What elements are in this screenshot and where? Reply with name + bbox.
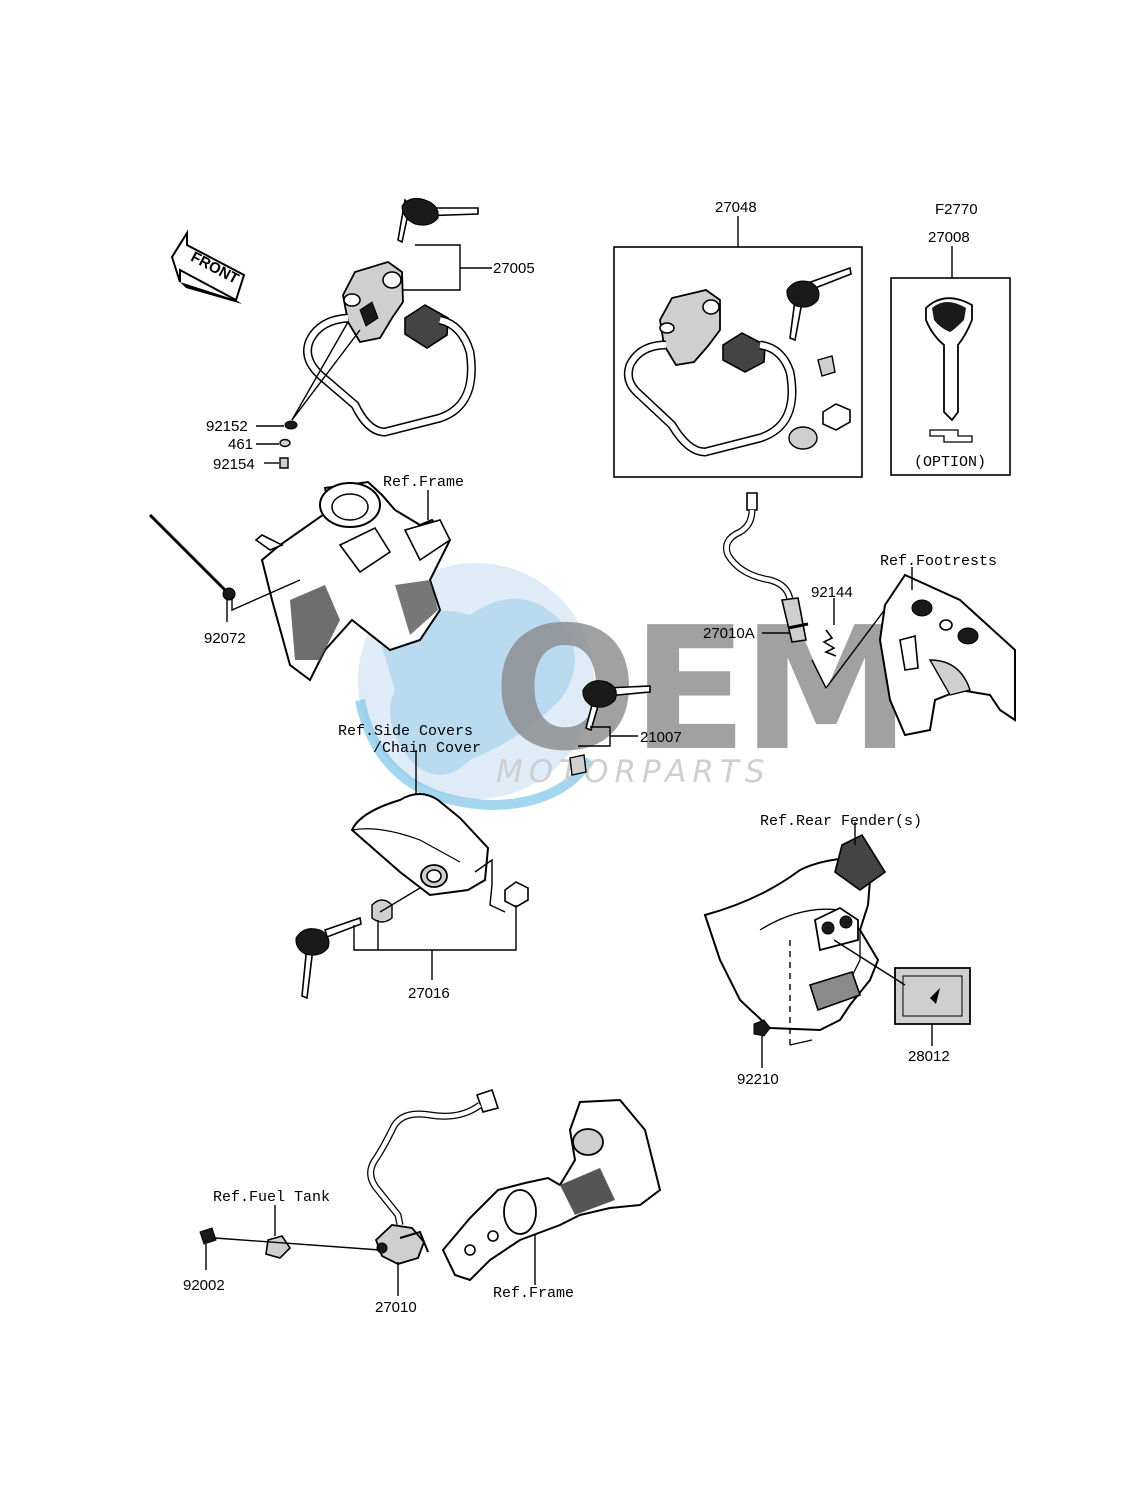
rear-fender-assembly <box>703 822 971 1068</box>
part-number-92154[interactable]: 92154 <box>213 456 255 473</box>
ignition-switch-assembly <box>256 198 492 469</box>
cable-tie-92072 <box>148 513 227 592</box>
ref-fuel-tank: Ref.Fuel Tank <box>213 1189 330 1206</box>
nut-92210 <box>753 1019 771 1037</box>
lock-set-nut <box>822 403 851 431</box>
front-direction-arrow: FRONT <box>170 229 246 304</box>
sidestand-switch-assembly <box>723 492 887 690</box>
part-number-27010[interactable]: 27010 <box>375 1299 417 1316</box>
part-number-27008[interactable]: 27008 <box>928 229 970 246</box>
spring-92144 <box>822 629 837 657</box>
lock-set-key-icon <box>786 266 852 342</box>
side-cover-panel <box>350 793 490 897</box>
watermark-globe-ring <box>355 699 595 811</box>
oem-watermark: OEM MOTORPARTS <box>355 563 911 811</box>
part-number-27048[interactable]: 27048 <box>715 199 757 216</box>
ref-chain-cover: /Chain Cover <box>373 740 481 757</box>
washer-461 <box>279 438 291 448</box>
blank-key-box-27008 <box>890 246 1011 476</box>
license-bracket-plate <box>808 971 862 1012</box>
side-cover-lock-assembly <box>295 750 529 1000</box>
lock-set-cylinder <box>788 426 818 450</box>
part-number-28012[interactable]: 28012 <box>908 1048 950 1065</box>
ref-footrests: Ref.Footrests <box>880 553 997 570</box>
washer-92152 <box>284 420 298 430</box>
part-number-27016[interactable]: 27016 <box>408 985 450 1002</box>
ignition-connector <box>404 304 449 349</box>
ref-frame-bottom: Ref.Frame <box>493 1285 574 1302</box>
watermark-brand: OEM <box>493 591 905 789</box>
tip-over-sensor-assembly <box>367 1088 500 1296</box>
key-collar-icon <box>569 754 587 776</box>
lock-set-connector <box>722 332 766 373</box>
part-number-27010a[interactable]: 27010A <box>703 625 755 642</box>
frame-rear-section <box>441 1098 662 1285</box>
ref-rear-fender: Ref.Rear Fender(s) <box>760 813 922 830</box>
side-cover-key-icon <box>295 916 362 1000</box>
watermark-globe-land <box>380 598 575 775</box>
bolt-and-bracket-92002 <box>199 1205 381 1270</box>
bolt-92154 <box>279 457 289 469</box>
part-number-21007[interactable]: 21007 <box>640 729 682 746</box>
option-note: (OPTION) <box>914 454 986 471</box>
footrest-bracket <box>878 567 1016 737</box>
part-number-92210[interactable]: 92210 <box>737 1071 779 1088</box>
fuel-tank-bracket <box>265 1235 292 1259</box>
watermark-subtitle: MOTORPARTS <box>496 754 771 790</box>
part-number-27005[interactable]: 27005 <box>493 260 535 277</box>
frame-head-pipe <box>254 480 452 682</box>
lock-set-collar <box>817 355 836 377</box>
part-number-92002[interactable]: 92002 <box>183 1277 225 1294</box>
part-number-92144[interactable]: 92144 <box>811 584 853 601</box>
key-set-21007 <box>569 680 651 776</box>
part-number-461[interactable]: 461 <box>228 436 253 453</box>
part-number-92152[interactable]: 92152 <box>206 418 248 435</box>
lock-set-box-27048 <box>613 216 863 478</box>
blank-key-icon <box>925 297 973 422</box>
ref-frame-top: Ref.Frame <box>383 474 464 491</box>
part-number-92072[interactable]: 92072 <box>204 630 246 647</box>
ignition-key-icon <box>397 198 479 244</box>
side-cover-nut <box>504 881 529 908</box>
part-code-f2770: F2770 <box>935 201 978 218</box>
ref-side-covers: Ref.Side Covers <box>338 723 473 740</box>
